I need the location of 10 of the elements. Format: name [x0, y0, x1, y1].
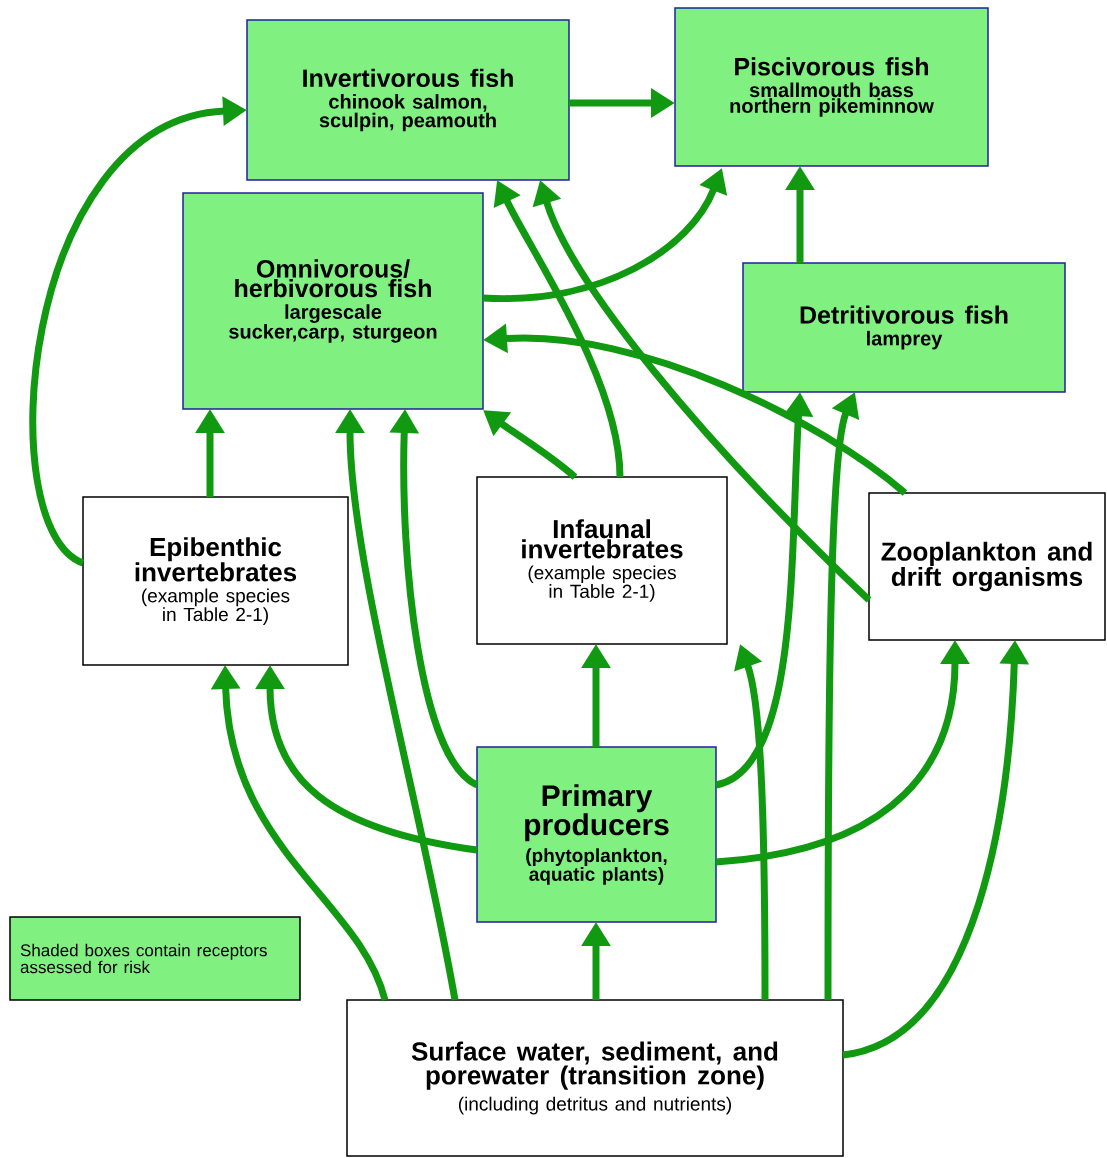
legend-box: Shaded boxes contain receptors assessed for risk [9, 916, 301, 1001]
source-box: Epibenthic invertebrates (example species in Table 2-1) [82, 496, 349, 666]
source-box: Zooplankton and drift organisms [868, 492, 1106, 641]
source-box: Infaunal invertebrates (example species in Table 2-1) [476, 476, 728, 645]
source-box: Surface water, sediment, and porewater (transition zone) (including detritus and nutrients) [346, 999, 844, 1157]
receptor-box: Primary producers (phytoplankton, aquatic plants) [476, 746, 717, 923]
receptor-box: Omnivorous/ herbivorous fish largescale sucker,carp, sturgeon [182, 192, 484, 410]
receptor-box: Detritivorous fish lamprey [742, 262, 1066, 393]
receptor-box: Piscivorous fish smallmouth bass northern pikeminnow [674, 7, 989, 167]
receptor-box: Invertivorous fish chinook salmon, sculpin, peamouth [246, 19, 570, 181]
